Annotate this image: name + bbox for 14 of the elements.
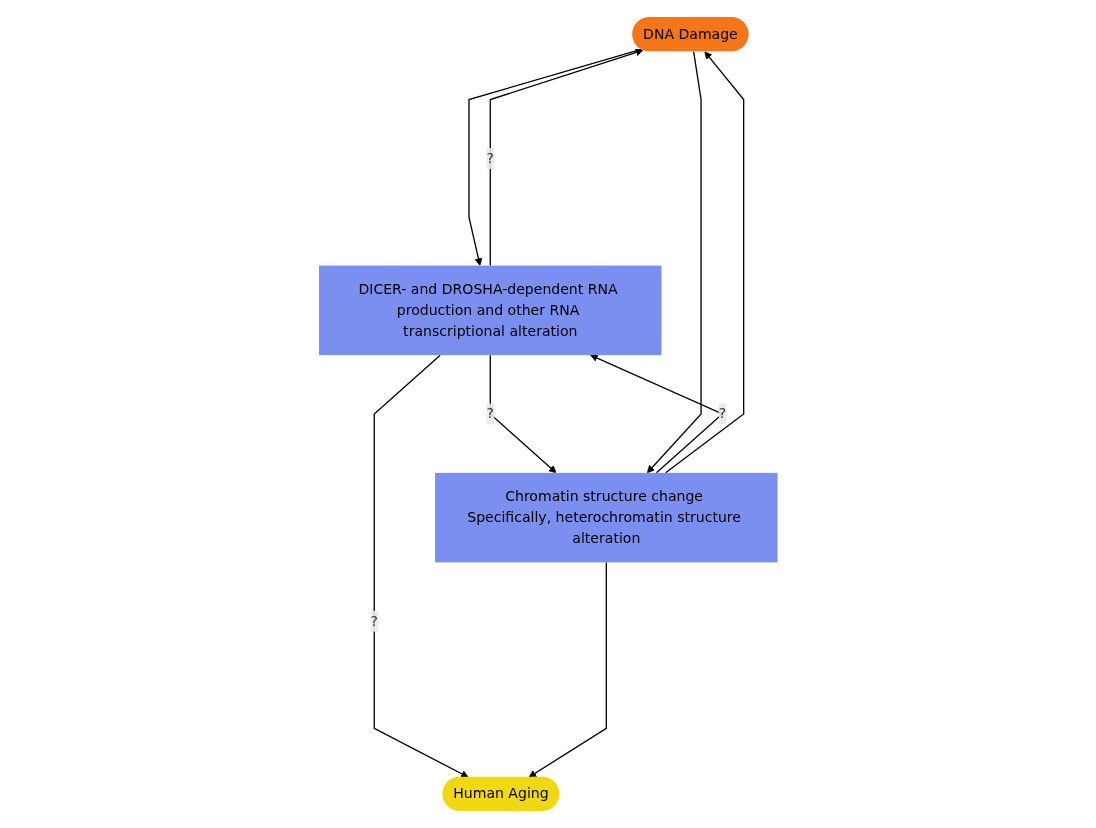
arrow bbox=[489, 354, 557, 474]
arrow bbox=[373, 354, 469, 778]
arrow bbox=[589, 354, 724, 474]
arrow bbox=[664, 51, 744, 474]
edge-label: ? bbox=[486, 405, 494, 422]
node-box: DICER- and DROSHA-dependent RNA production and other RNA transcriptional alteration bbox=[318, 265, 662, 356]
node-box: DNA Damage bbox=[631, 17, 749, 52]
arrow bbox=[528, 561, 607, 778]
edge-label: ? bbox=[718, 405, 726, 422]
arrow bbox=[646, 51, 702, 474]
node-box: Chromatin structure change Specifically, heterochromatin structure alteration bbox=[434, 472, 778, 563]
edge-label: ? bbox=[486, 149, 494, 167]
node-box: Human Aging bbox=[442, 776, 560, 811]
edge-label: ? bbox=[370, 612, 378, 630]
